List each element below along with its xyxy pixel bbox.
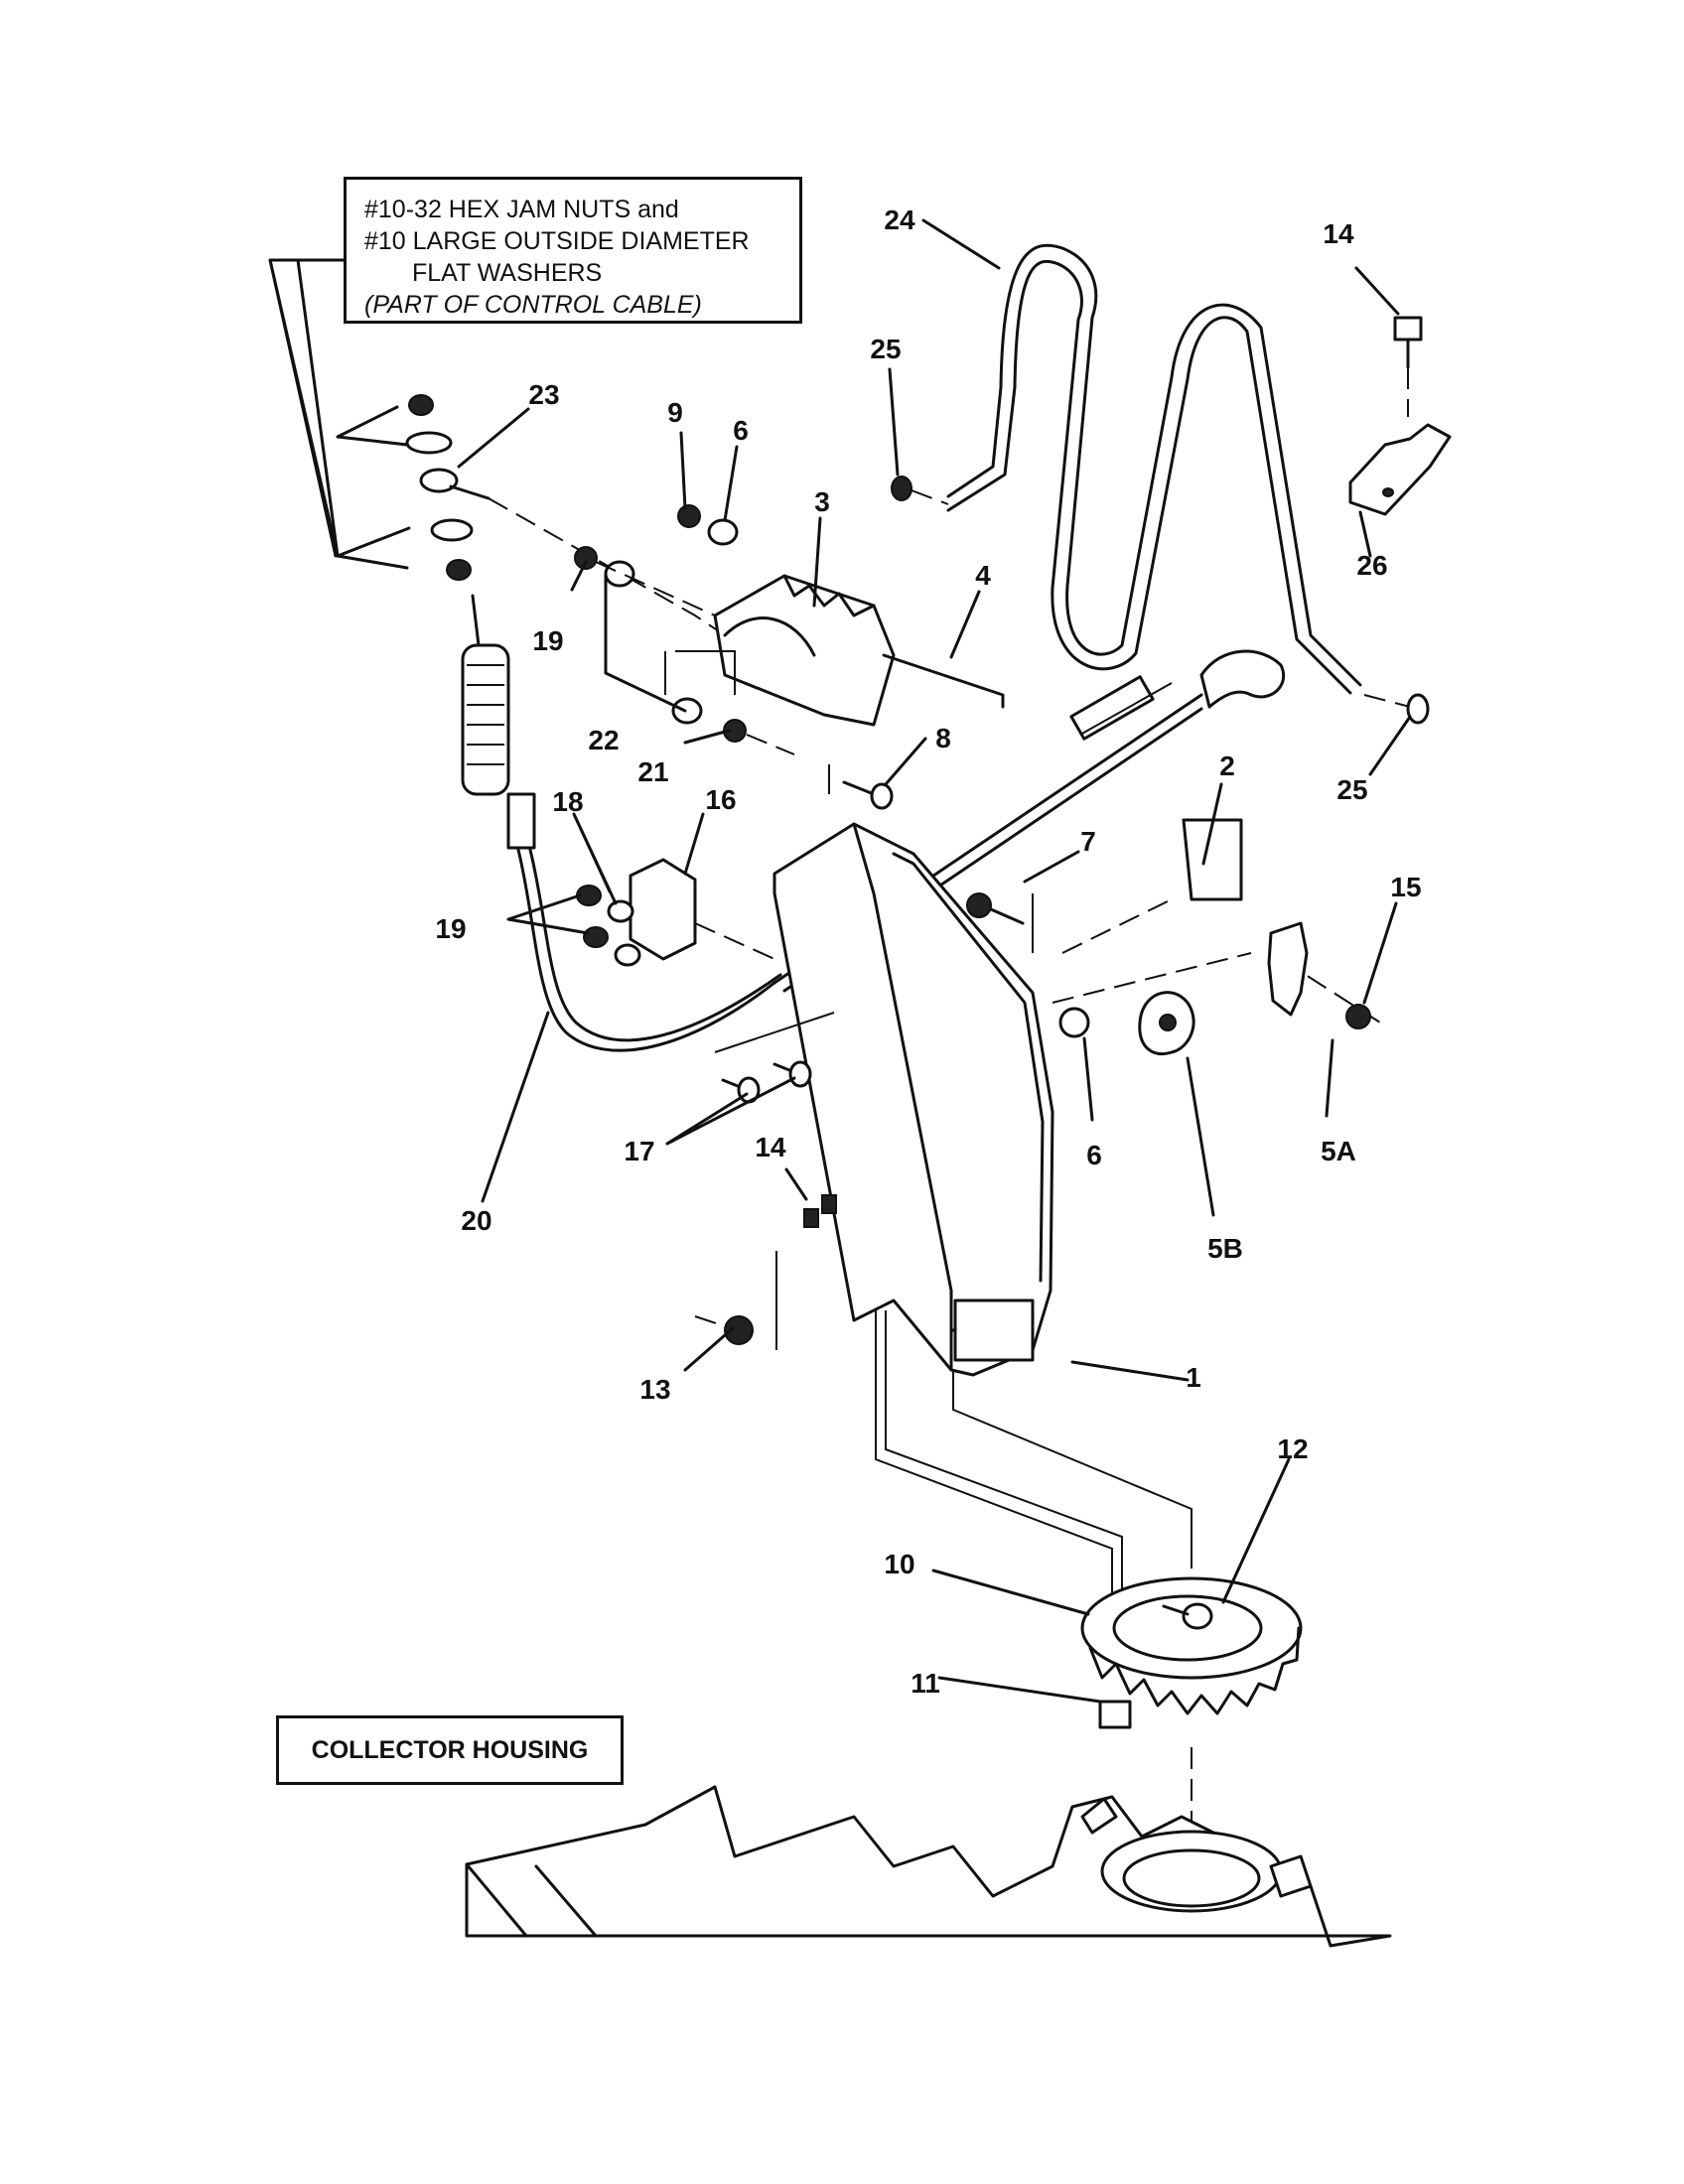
callout-17: 17 (624, 1136, 655, 1166)
note-leaders (268, 258, 411, 570)
callout-25-lower: 25 (1336, 774, 1368, 805)
ring-gear (1080, 1576, 1303, 1729)
plate-2 (1061, 818, 1243, 954)
collector-housing (465, 1785, 1392, 1948)
callout-25-upper: 25 (870, 334, 902, 364)
deflector-knobs (1052, 921, 1381, 1055)
bracket-3 (713, 574, 1005, 727)
callout-9: 9 (667, 397, 683, 428)
bolt-7 (966, 892, 1034, 953)
callout-12: 12 (1277, 1433, 1309, 1464)
bolts-14-lower (694, 1194, 837, 1350)
cable-end-stack (405, 394, 756, 656)
callout-16: 16 (705, 784, 737, 815)
callout-6-lower: 6 (1086, 1140, 1102, 1170)
callout-5a: 5A (1321, 1136, 1356, 1166)
callout-23: 23 (528, 379, 560, 410)
callout-18: 18 (552, 786, 584, 817)
callout-5b: 5B (1207, 1233, 1243, 1264)
callout-21: 21 (637, 756, 669, 787)
note-line-2: #10 LARGE OUTSIDE DIAMETER (364, 227, 750, 255)
callout-6-upper: 6 (733, 415, 749, 446)
callout-14-lower: 14 (755, 1132, 786, 1162)
crank-handle (1199, 649, 1286, 709)
callout-22: 22 (588, 725, 620, 755)
bracket-16 (576, 858, 775, 967)
callout-8: 8 (935, 723, 951, 753)
chute-rod (946, 243, 1362, 695)
rod-clips (891, 476, 1430, 725)
callout-4: 4 (975, 560, 991, 591)
callout-7: 7 (1080, 826, 1096, 857)
callout-1: 1 (1186, 1362, 1201, 1393)
callout-13: 13 (639, 1374, 671, 1405)
bracket-26 (1348, 316, 1452, 516)
callout-2: 2 (1219, 751, 1235, 781)
callout-19-upper: 19 (532, 625, 564, 656)
callout-10: 10 (884, 1549, 915, 1579)
collector-housing-label: COLLECTOR HOUSING (276, 1715, 624, 1785)
callout-15: 15 (1390, 872, 1422, 902)
chute-body (772, 822, 1054, 1377)
callout-20: 20 (461, 1205, 492, 1236)
callout-14-upper: 14 (1323, 218, 1354, 249)
callout-3: 3 (814, 486, 830, 517)
callout-24: 24 (884, 205, 915, 235)
bolt-8 (828, 764, 894, 810)
note-line-3: FLAT WASHERS (412, 259, 603, 287)
note-line-1: #10-32 HEX JAM NUTS and (364, 196, 679, 223)
callout-leaders (457, 218, 1412, 1704)
callout-19-lower: 19 (435, 913, 467, 944)
callout-11: 11 (911, 1668, 940, 1699)
control-cable (461, 594, 1203, 1052)
fasteners-upper (574, 504, 795, 755)
note-line-4: (PART OF CONTROL CABLE) (364, 291, 702, 319)
cable-hardware-note: #10-32 HEX JAM NUTS and #10 LARGE OUTSID… (344, 177, 802, 324)
callout-26: 26 (1356, 550, 1388, 581)
bolts-17 (714, 1012, 835, 1104)
